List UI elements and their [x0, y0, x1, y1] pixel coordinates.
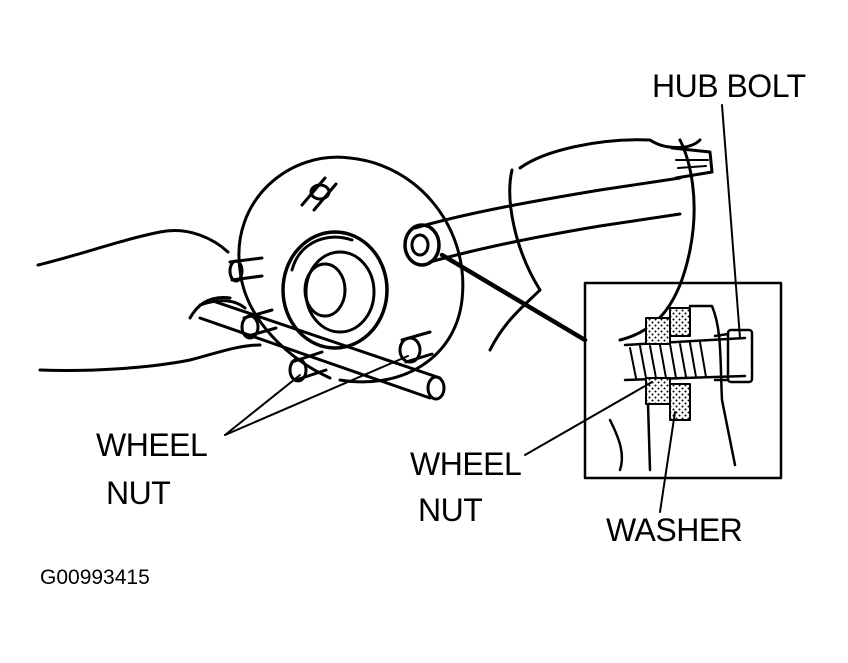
- wheel-nut-inset-label-line1: WHEEL: [410, 446, 522, 482]
- leader-washer: [659, 411, 676, 513]
- hub-disc: [237, 155, 465, 384]
- wheel-nut-left-label-line2: NUT: [106, 475, 171, 511]
- detail-inset: [583, 281, 783, 480]
- right-hand-wrench: [403, 138, 714, 352]
- washer-label: WASHER: [606, 512, 743, 548]
- inset-leader: [439, 252, 588, 343]
- leader-hub-bolt: [721, 104, 741, 339]
- leader-wheel-nut-inset: [524, 381, 653, 456]
- wheel-nut-inset-label-line2: NUT: [418, 492, 483, 528]
- left-hand: [36, 229, 446, 401]
- wheel-nuts-on-disc: [228, 256, 434, 383]
- wheel-nut-left-label-line1: WHEEL: [96, 427, 208, 463]
- hub-bolt-label: HUB BOLT: [652, 68, 806, 104]
- leader-wheel-nut-left-b: [224, 355, 409, 436]
- leader-wheel-nut-left-a: [224, 374, 301, 436]
- figure-id: G00993415: [40, 566, 150, 589]
